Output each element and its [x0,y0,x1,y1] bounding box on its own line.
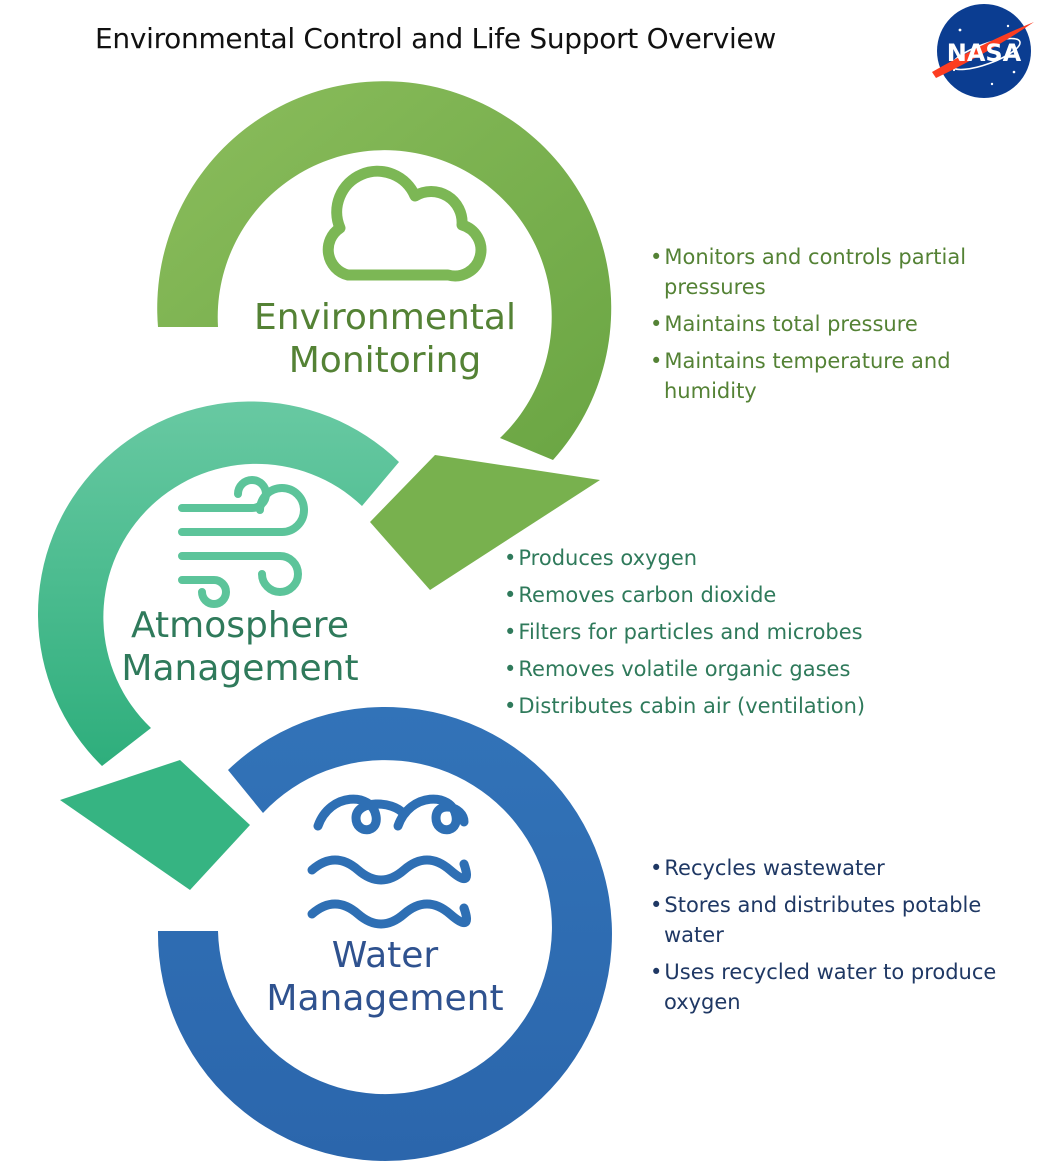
environmental-monitoring-label: Environmental Monitoring [254,297,516,382]
cloud-icon [322,165,487,282]
bullet-item: Maintains total pressure [650,309,1030,339]
bullet-item: Recycles wastewater [650,853,1035,883]
bullet-item: Uses recycled water to produce oxygen [650,957,1035,1017]
bullet-item: Stores and distributes potable water [650,890,1035,950]
atmosphere-bullet-list: Produces oxygen Removes carbon dioxide F… [504,543,1024,728]
nasa-logo-text: NASA [947,39,1022,67]
water-bullet-list: Recycles wastewater Stores and distribut… [650,853,1035,1024]
atmosphere-management-label: Atmosphere Management [121,605,359,690]
atmosphere-ring-arrow [38,401,399,890]
waves-icon [307,794,471,929]
bullet-item: Filters for particles and microbes [504,617,1024,647]
environmental-bullet-list: Monitors and controls partial pressures … [650,242,1030,413]
environmental-ring-arrow [157,81,612,590]
bullet-item: Produces oxygen [504,543,1024,573]
page-title: Environmental Control and Life Support O… [95,22,776,55]
bullet-item: Removes volatile organic gases [504,654,1024,684]
bullet-item: Distributes cabin air (ventilation) [504,691,1024,721]
bullet-item: Removes carbon dioxide [504,580,1024,610]
nasa-logo: NASA [932,4,1034,98]
water-management-label: Water Management [266,935,504,1020]
wind-icon [178,476,308,608]
bullet-item: Monitors and controls partial pressures [650,242,1030,302]
bullet-item: Maintains temperature and humidity [650,346,1030,406]
